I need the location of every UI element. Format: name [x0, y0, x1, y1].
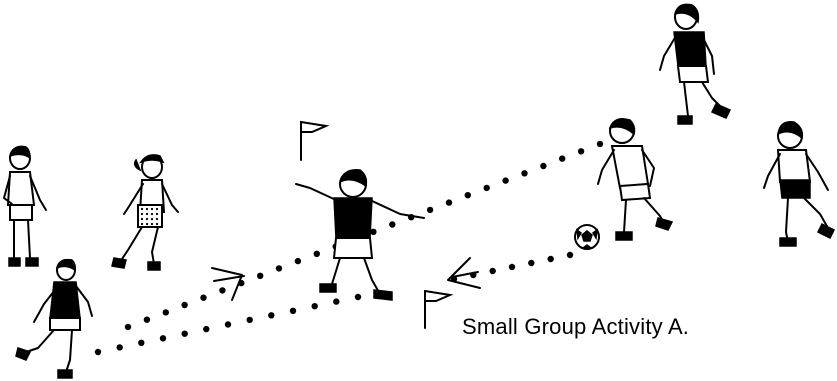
flag-icon-top [300, 120, 330, 161]
path-dot [257, 272, 264, 279]
pattern-dot [155, 212, 159, 216]
flag-icon-bottom [424, 289, 454, 329]
pattern-dot [150, 207, 154, 211]
player-right-center [597, 118, 674, 241]
dotted-path-lower [94, 293, 362, 356]
path-dot [289, 307, 297, 314]
pattern-dot [150, 217, 154, 221]
pattern-dot [155, 222, 159, 226]
path-dot [577, 148, 585, 155]
path-dot [483, 184, 490, 192]
player-ponytail [111, 154, 179, 271]
path-dot [138, 339, 145, 346]
path-dot [181, 330, 188, 337]
player-top-right [659, 3, 732, 125]
path-dot [268, 312, 275, 319]
path-dot [540, 162, 547, 170]
pattern-dot [140, 217, 144, 221]
dotted-path-upper [124, 140, 604, 331]
path-dot [219, 287, 226, 294]
pattern-dot [155, 207, 159, 211]
path-dot [181, 301, 188, 309]
path-dot [547, 255, 554, 263]
path-dot [124, 323, 132, 331]
pattern-dot [145, 207, 149, 211]
path-dot [162, 309, 169, 316]
path-dot [508, 263, 516, 271]
path-dot [203, 325, 210, 333]
pattern-dot [140, 207, 144, 211]
path-dot [313, 250, 320, 257]
path-dot [294, 257, 302, 265]
path-dot [464, 192, 471, 199]
path-dot [521, 170, 528, 177]
pattern-dot [145, 222, 149, 226]
path-dot [502, 177, 509, 184]
path-dot [246, 316, 253, 324]
player-far-right [763, 121, 836, 247]
pattern-dot [140, 222, 144, 226]
path-dot [224, 321, 232, 328]
path-dot [559, 155, 566, 162]
path-dot [528, 259, 535, 267]
path-dot [116, 344, 123, 351]
path-dot [426, 206, 434, 214]
player-bottom-left [15, 258, 93, 379]
path-dot [200, 294, 207, 301]
pattern-dot [155, 217, 159, 221]
path-dot [143, 316, 151, 323]
path-dot [389, 221, 396, 228]
pattern-dot [150, 222, 154, 226]
player-left-standing [3, 145, 47, 267]
path-dot [159, 335, 167, 342]
dotted-path-ball [450, 251, 574, 283]
shorts-pattern [140, 207, 159, 226]
arrow-icon-lower [447, 257, 481, 289]
path-dot [489, 267, 496, 275]
arrow-icon-upper [211, 267, 245, 301]
pattern-dot [150, 212, 154, 216]
path-dot [354, 293, 362, 301]
soccer-ball-icon [574, 224, 600, 250]
path-dot [275, 265, 283, 272]
pattern-dot [140, 212, 144, 216]
player-center [295, 169, 425, 301]
path-dot [333, 298, 340, 305]
path-dot [94, 348, 102, 356]
path-dot [445, 199, 453, 206]
path-dot [596, 140, 604, 148]
pattern-dot [145, 212, 149, 216]
pattern-dot [145, 217, 149, 221]
caption: Small Group Activity A. [462, 314, 690, 339]
path-dot [566, 251, 574, 259]
path-dot [311, 303, 318, 310]
path-dot [370, 228, 377, 235]
